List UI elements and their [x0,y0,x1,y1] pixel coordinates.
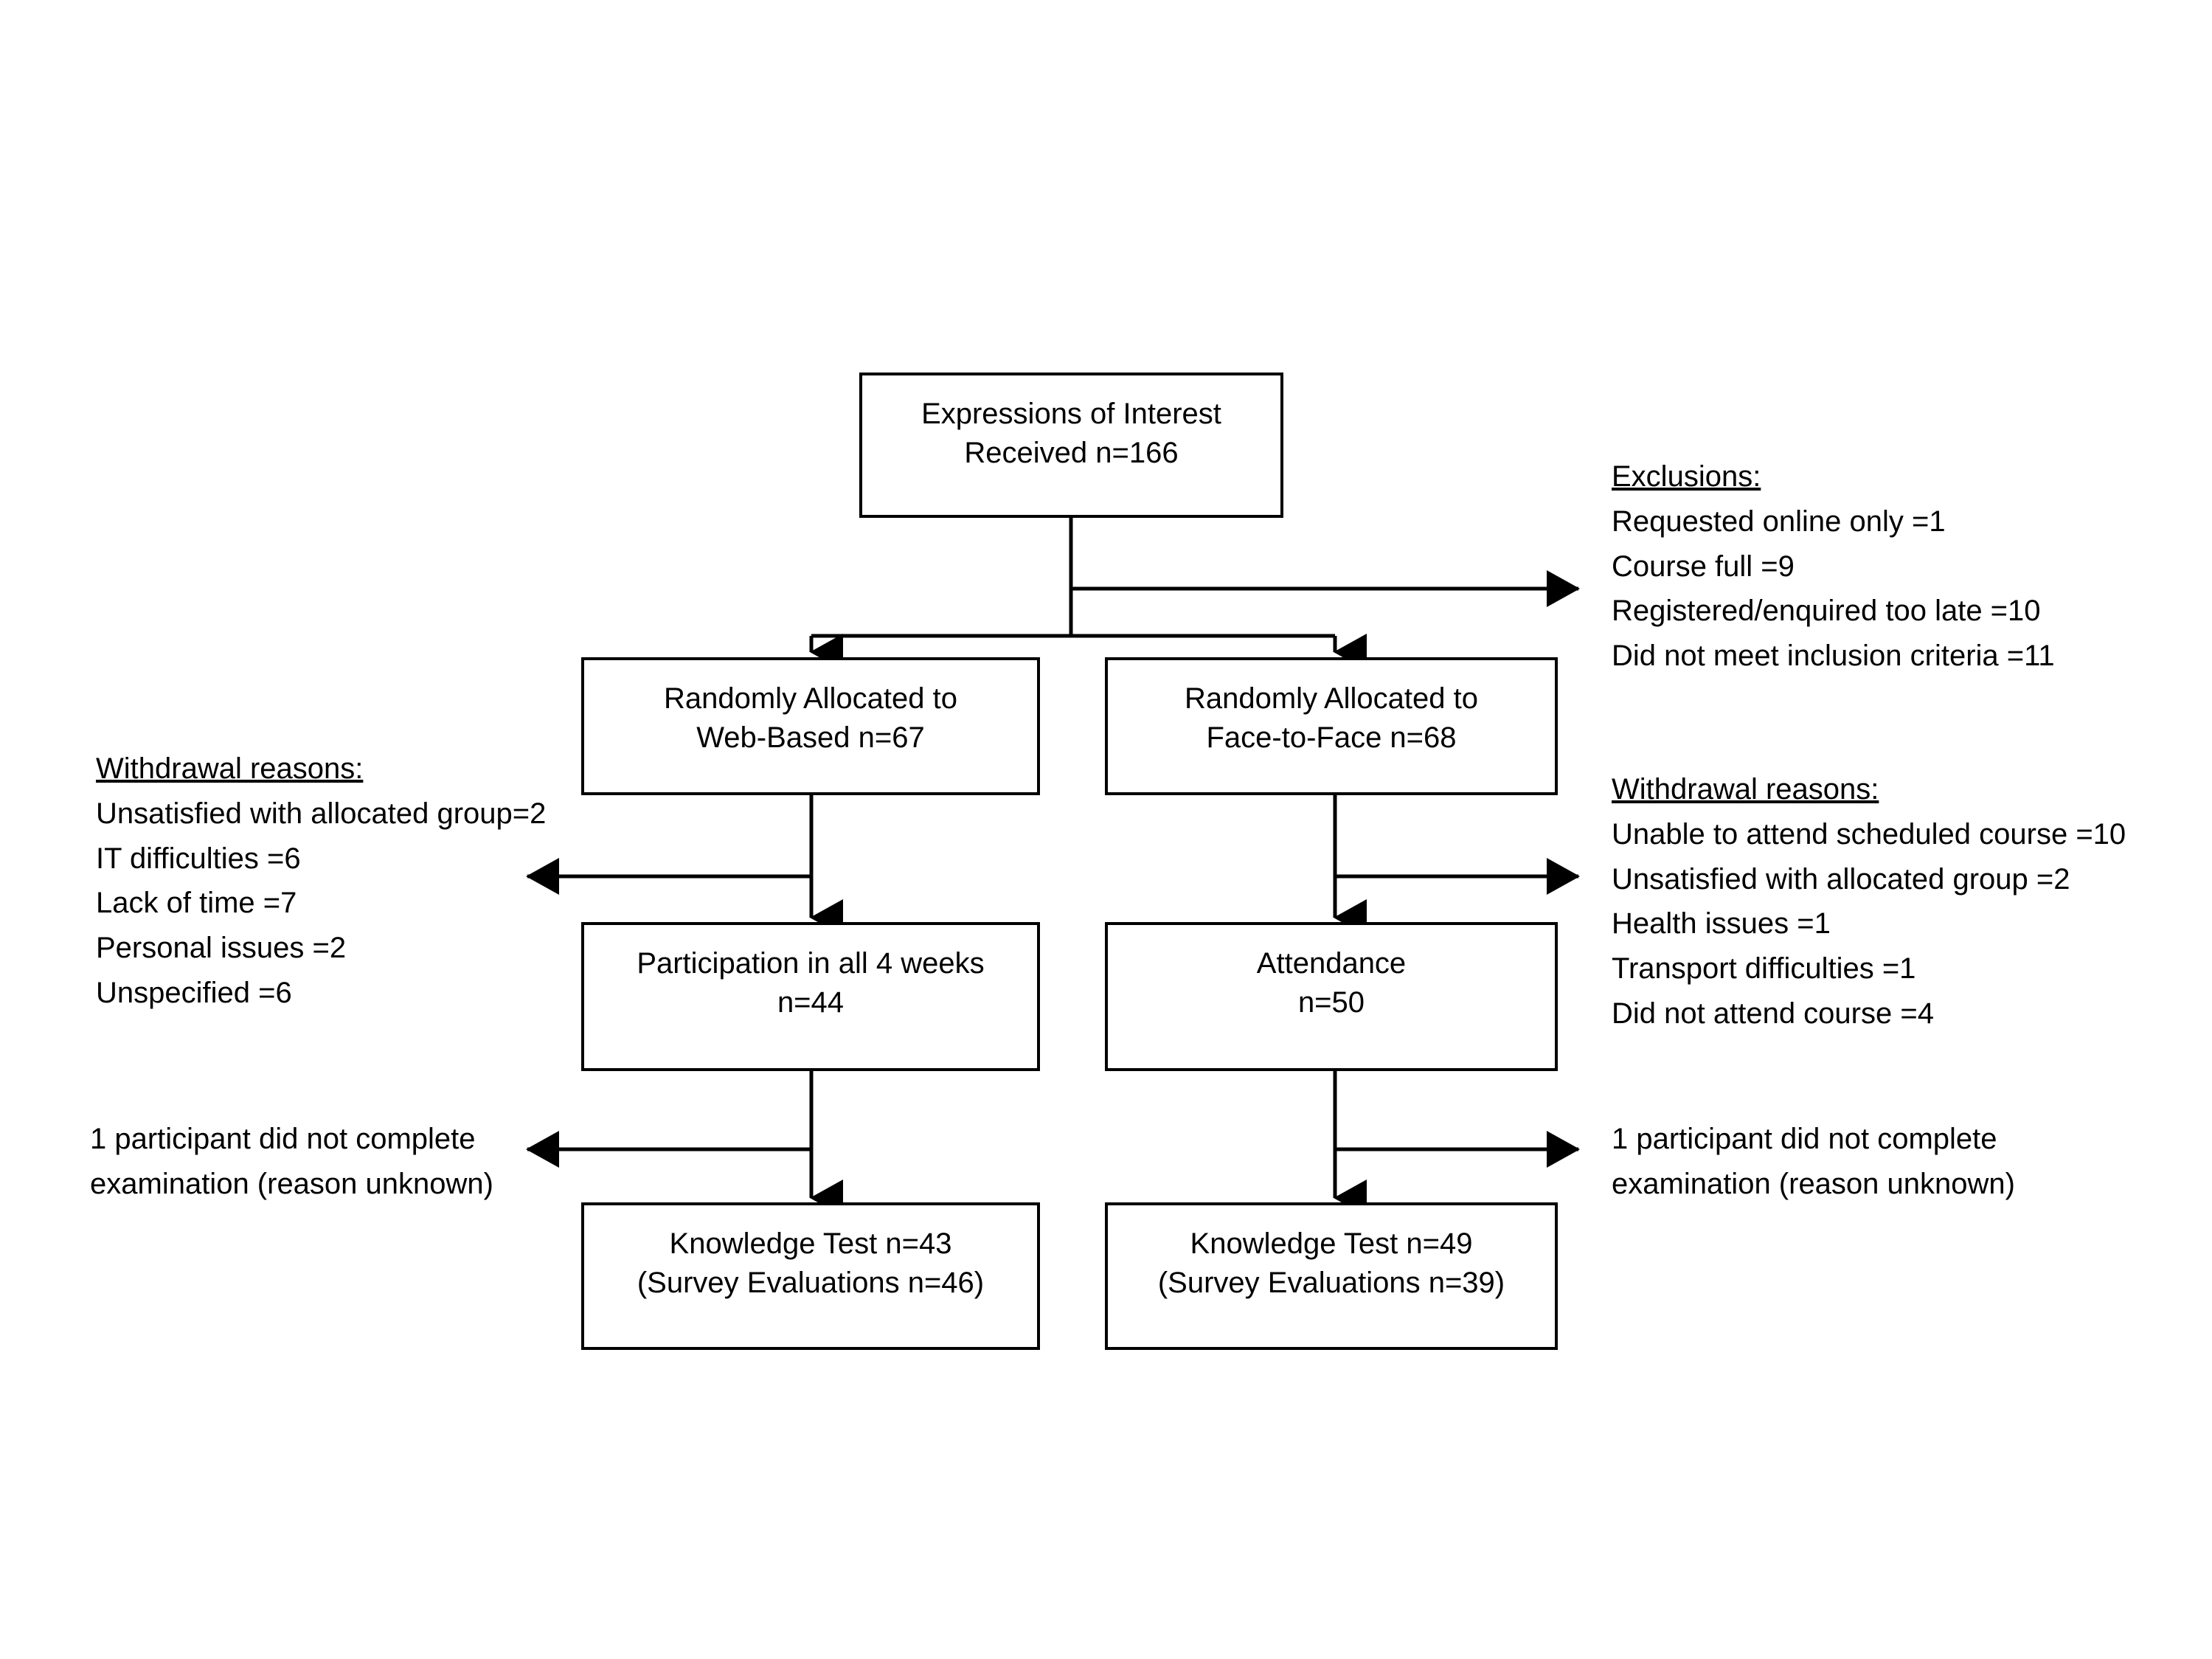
box-analysis-web-line2: (Survey Evaluations n=46) [637,1266,985,1299]
note-withdrawals-web-item-3: Personal issues =2 [96,932,347,965]
note-exclusions-item-2: Registered/enquired too late =10 [1612,595,2041,628]
note-withdrawals-web-item-4: Unspecified =6 [96,976,292,1009]
note-withdrawals-face-to-face-item-4: Did not attend course =4 [1612,997,1934,1030]
note-withdrawals-face-to-face-item-1: Unsatisfied with allocated group =2 [1612,862,2070,896]
note-withdrawals-face-to-face-item-0: Unable to attend scheduled course =10 [1612,817,2126,851]
note-incomplete-web-line1: 1 participant did not complete [90,1123,476,1155]
box-allocation-face-to-face-line2: Face-to-Face n=68 [1206,721,1457,754]
box-enrollment-line2: Received n=166 [964,436,1179,469]
note-withdrawals-web-item-0: Unsatisfied with allocated group=2 [96,797,547,830]
box-analysis-face-to-face-line1: Knowledge Test n=49 [1190,1227,1473,1260]
box-followup-web-line2: n=44 [777,986,845,1019]
note-incomplete-face-to-face-line1: 1 participant did not complete [1612,1123,1997,1155]
note-exclusions: Exclusions: Requested online only =1 Cou… [1612,454,2055,679]
note-withdrawals-face-to-face-item-3: Transport difficulties =1 [1612,952,1916,986]
note-incomplete-face-to-face: 1 participant did not complete examinati… [1612,1117,2015,1207]
box-followup-face-to-face-line2: n=50 [1297,986,1365,1019]
box-followup-face-to-face: Attendance n=50 [1105,922,1558,1071]
box-allocation-web-line1: Randomly Allocated to [663,682,957,715]
box-allocation-web: Randomly Allocated to Web-Based n=67 [581,657,1040,795]
note-exclusions-heading: Exclusions: [1612,460,1761,493]
box-enrollment-line1: Expressions of Interest [921,398,1221,430]
note-withdrawals-web-item-2: Lack of time =7 [96,887,297,920]
box-allocation-face-to-face: Randomly Allocated to Face-to-Face n=68 [1105,657,1558,795]
box-allocation-web-line2: Web-Based n=67 [696,721,925,754]
note-withdrawals-face-to-face-item-2: Health issues =1 [1612,907,1831,941]
note-exclusions-item-0: Requested online only =1 [1612,505,1946,538]
note-incomplete-face-to-face-line2: examination (reason unknown) [1612,1167,2015,1200]
note-withdrawals-web: Withdrawal reasons: Unsatisfied with all… [96,747,546,1016]
note-incomplete-web: 1 participant did not complete examinati… [90,1117,493,1207]
note-incomplete-web-line2: examination (reason unknown) [90,1167,493,1200]
note-withdrawals-web-item-1: IT difficulties =6 [96,842,301,875]
note-exclusions-item-3: Did not meet inclusion criteria =11 [1612,640,2055,673]
box-analysis-web: Knowledge Test n=43 (Survey Evaluations … [581,1202,1040,1350]
note-withdrawals-face-to-face: Withdrawal reasons: Unable to attend sch… [1612,767,2126,1036]
note-withdrawals-web-heading: Withdrawal reasons: [96,752,364,785]
box-followup-web-line1: Participation in all 4 weeks [637,947,985,980]
note-withdrawals-face-to-face-heading: Withdrawal reasons: [1612,773,1879,806]
note-exclusions-item-1: Course full =9 [1612,550,1795,583]
box-analysis-face-to-face-line2: (Survey Evaluations n=39) [1157,1266,1505,1299]
box-followup-face-to-face-line1: Attendance [1256,947,1407,980]
box-followup-web: Participation in all 4 weeks n=44 [581,922,1040,1071]
box-analysis-web-line1: Knowledge Test n=43 [669,1227,952,1260]
box-enrollment: Expressions of Interest Received n=166 [859,373,1283,518]
box-analysis-face-to-face: Knowledge Test n=49 (Survey Evaluations … [1105,1202,1558,1350]
box-allocation-face-to-face-line1: Randomly Allocated to [1184,682,1478,715]
